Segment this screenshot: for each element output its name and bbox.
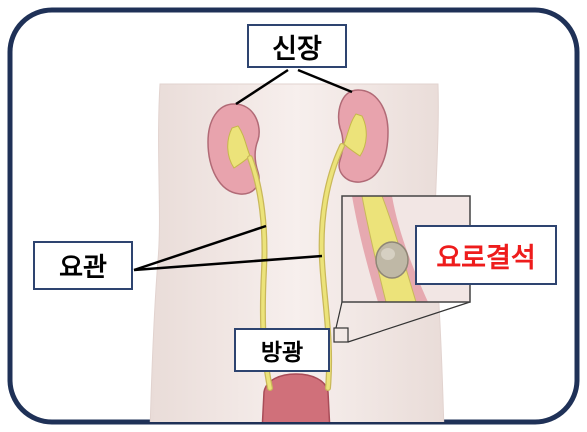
right-kidney [337,89,389,183]
ureter-leader-left [133,224,267,272]
stone-zoom-inset [341,195,471,303]
ureter-leader-right [133,254,323,272]
kidney-stone [375,241,409,279]
stone-location-box [333,327,349,343]
ureter-label: 요관 [33,241,133,290]
kidney-leader-left [235,68,289,106]
kidney-label: 신장 [247,24,347,68]
bladder-label: 방광 [234,328,330,372]
left-kidney [207,103,260,195]
zoom-connector-bottom [347,301,471,343]
zoom-connector-top [335,301,343,329]
kidney-stone-label: 요로결석 [415,225,557,285]
kidney-leader-right [297,68,353,94]
